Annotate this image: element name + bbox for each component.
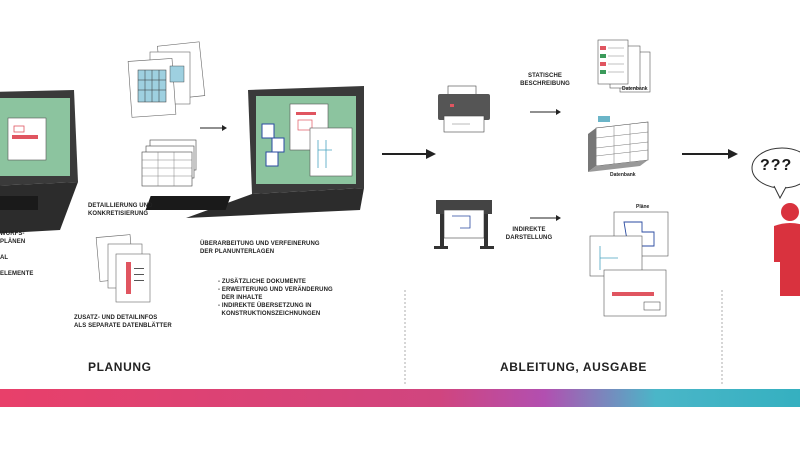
plotter-icon [434, 200, 494, 249]
indirekte-label: INDIREKTE DARSTELLUNG [505, 227, 553, 241]
ueberarbeitung-list: - ZUSÄTZLICHE DOKUMENTE - ERWEITERUNG UN… [218, 279, 333, 317]
printer-icon [438, 85, 490, 133]
spreadsheet-stack-icon [141, 139, 197, 187]
laptop-center-icon [145, 86, 364, 218]
laptop-left-icon [0, 90, 78, 234]
arrow-indirekte-icon [530, 215, 561, 221]
arrow-small-icon [200, 125, 227, 131]
section-ableitung: ABLEITUNG, AUSGABE [500, 360, 648, 374]
ueberarbeitung-label: ÜBERARBEITUNG UND VERFEINERUNG DER PLANU… [200, 241, 320, 255]
plans-stack-icon [589, 211, 669, 317]
phase-gradient-bar [0, 389, 800, 407]
plan-caption: Pläne [636, 204, 650, 210]
arrow-to-output-icon [382, 149, 436, 159]
question-bubble-icon [751, 147, 800, 200]
section-planung: PLANUNG [88, 360, 152, 374]
person-icon [774, 203, 800, 296]
document-stack-icon [127, 41, 206, 118]
statische-label: STATISCHE BESCHREIBUNG [520, 73, 570, 87]
detail-label: DETAILLIERUNG UND KONKRETISIERUNG [88, 203, 153, 217]
spreadsheet-3d-icon [588, 116, 649, 172]
doc-caption-2: Datenbank [610, 172, 636, 178]
left-partial-label: WURFS- PLÄNEN AL ELEMENTE [0, 231, 34, 277]
database-doc-icon [597, 39, 651, 93]
arrow-to-person-icon [682, 149, 738, 159]
question-marks: ??? [760, 157, 793, 174]
zusatz-document-icon [95, 234, 151, 303]
zusatz-label: ZUSATZ- UND DETAILINFOS ALS SEPARATE DAT… [74, 315, 172, 329]
arrow-statische-icon [530, 109, 561, 115]
doc-caption-1: Datenbank [622, 86, 648, 92]
